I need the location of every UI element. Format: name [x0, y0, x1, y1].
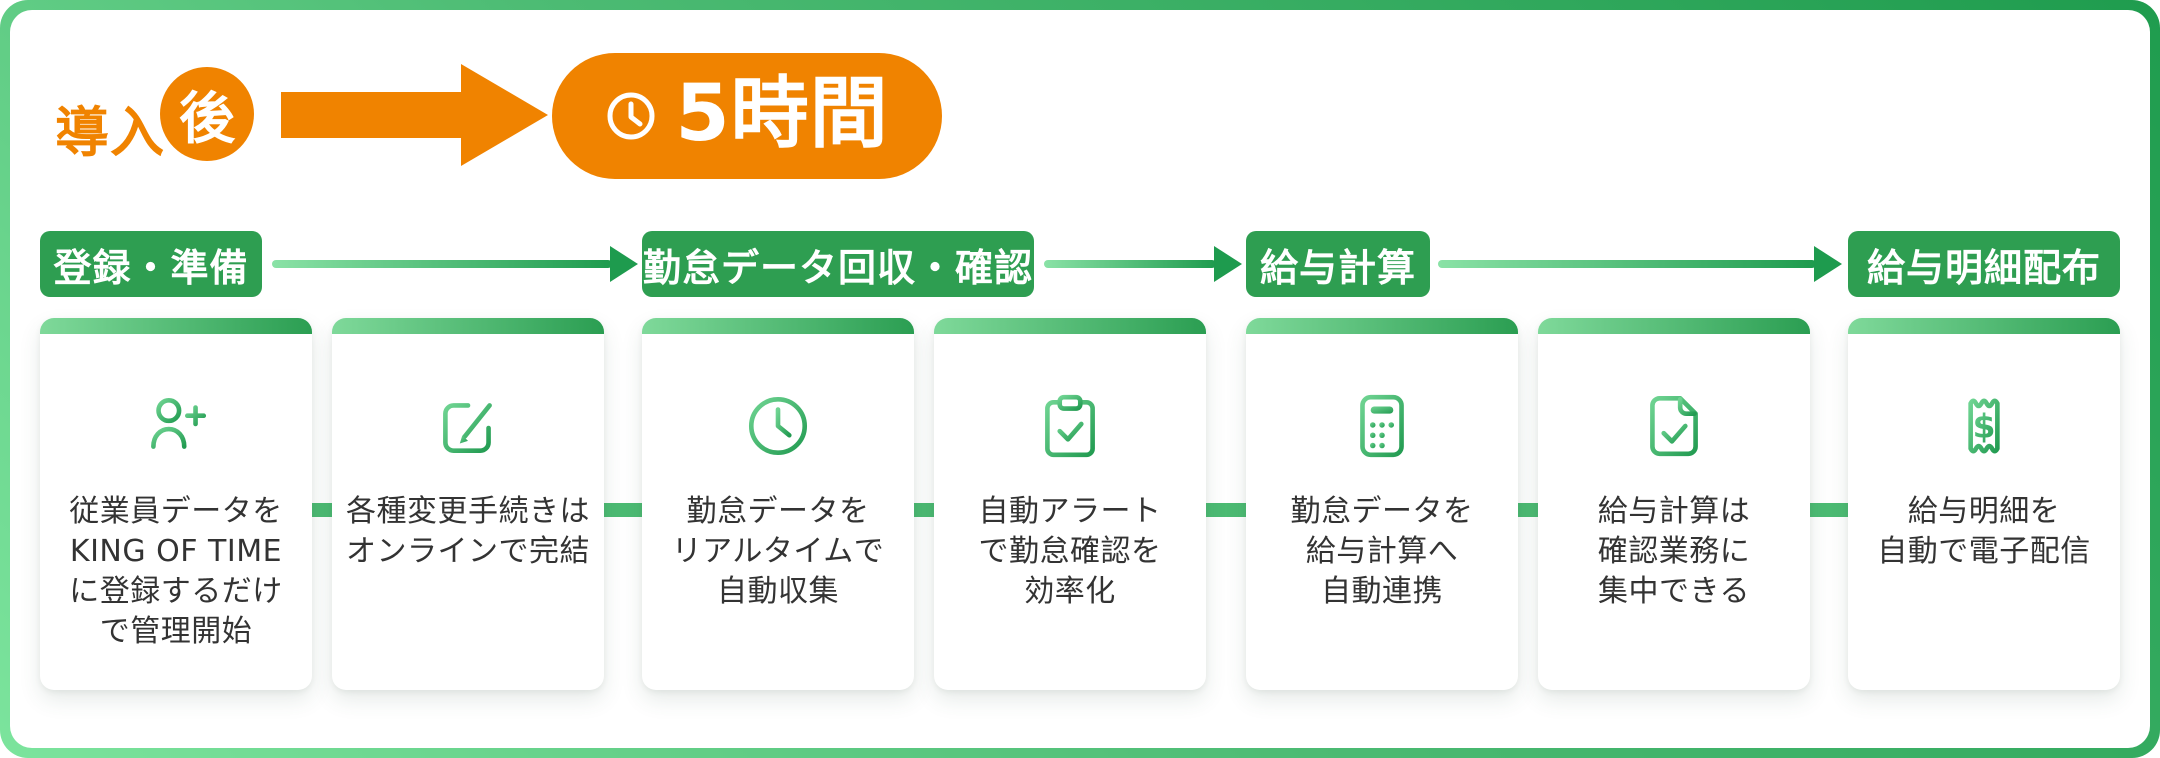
stage-arrow-icon [1044, 246, 1242, 282]
card-connector [309, 503, 335, 517]
stage-label-registration: 登録・準備 [40, 231, 262, 297]
clipboard-check-icon [934, 386, 1206, 466]
card-connector [601, 503, 645, 517]
card-top-bar [1848, 318, 2120, 334]
card-top-bar [934, 318, 1206, 334]
card-text-line: 集中できる [1598, 574, 1750, 609]
card-text-line: 給与計算は [1597, 494, 1751, 529]
step-card: $ 給与明細を 自動で電子配信 [1848, 318, 2120, 690]
card-text-line: リアルタイムで [671, 534, 885, 569]
big-arrow-shaft [281, 92, 462, 138]
card-text-line: 自動連携 [1321, 574, 1443, 609]
duration-text: 5時間 [675, 69, 889, 159]
calculator-icon [1246, 386, 1518, 466]
step-card: 従業員データを KING OF TIME に登録するだけ で管理開始 [40, 318, 312, 690]
step-card: 勤怠データを 給与計算へ 自動連携 [1246, 318, 1518, 690]
edit-icon [332, 386, 604, 466]
card-text-line: 従業員データを [69, 494, 283, 529]
card-text-line: で管理開始 [99, 614, 253, 649]
card-connector [1515, 503, 1541, 517]
step-card: 給与計算は 確認業務に 集中できる [1538, 318, 1810, 690]
file-check-icon [1538, 386, 1810, 466]
clock-icon [605, 90, 657, 142]
card-text-line: に登録するだけ [69, 574, 283, 609]
step-card: 各種変更手続きは オンラインで完結 [332, 318, 604, 690]
card-text-line: 効率化 [1024, 574, 1116, 609]
card-text-line: 給与計算へ [1305, 534, 1459, 569]
card-text-line: 勤怠データを [686, 494, 870, 529]
card-connector [911, 503, 937, 517]
stage-label-payslip: 給与明細配布 [1848, 231, 2120, 297]
stage-label-attendance: 勤怠データ回収・確認 [642, 231, 1034, 297]
card-top-bar [40, 318, 312, 334]
card-top-bar [642, 318, 914, 334]
card-connector [1203, 503, 1249, 517]
card-text-line: 自動で電子配信 [1877, 534, 2091, 569]
card-text-line: 勤怠データを [1290, 494, 1474, 529]
duration-pill: 5時間 [552, 53, 942, 179]
intro-badge: 後 [160, 67, 254, 161]
receipt-dollar-icon: $ [1848, 386, 2120, 466]
stage-arrow-icon [1438, 246, 1842, 282]
step-card: 自動アラート で勤怠確認を 効率化 [934, 318, 1206, 690]
step-card: 勤怠データを リアルタイムで 自動収集 [642, 318, 914, 690]
stage-arrow-icon [272, 246, 638, 282]
card-text-line: で勤怠確認を [978, 534, 1162, 569]
user-plus-icon [40, 386, 312, 466]
card-text-line: 自動アラート [978, 494, 1162, 529]
card-text-line: 確認業務に [1597, 534, 1751, 569]
card-text-line: KING OF TIME [69, 534, 283, 569]
card-text-line: オンラインで完結 [346, 534, 590, 569]
stage-label-payroll: 給与計算 [1246, 231, 1430, 297]
card-top-bar [332, 318, 604, 334]
card-top-bar [1246, 318, 1518, 334]
card-text-line: 自動収集 [717, 574, 839, 609]
svg-text:$: $ [1973, 406, 1996, 445]
card-connector [1807, 503, 1851, 517]
intro-prefix: 導入 [55, 101, 165, 164]
card-text-line: 給与明細を [1907, 494, 2061, 529]
card-top-bar [1538, 318, 1810, 334]
big-arrow-head-icon [461, 64, 548, 166]
clock-icon [642, 386, 914, 466]
card-text-line: 各種変更手続きは [346, 494, 590, 529]
